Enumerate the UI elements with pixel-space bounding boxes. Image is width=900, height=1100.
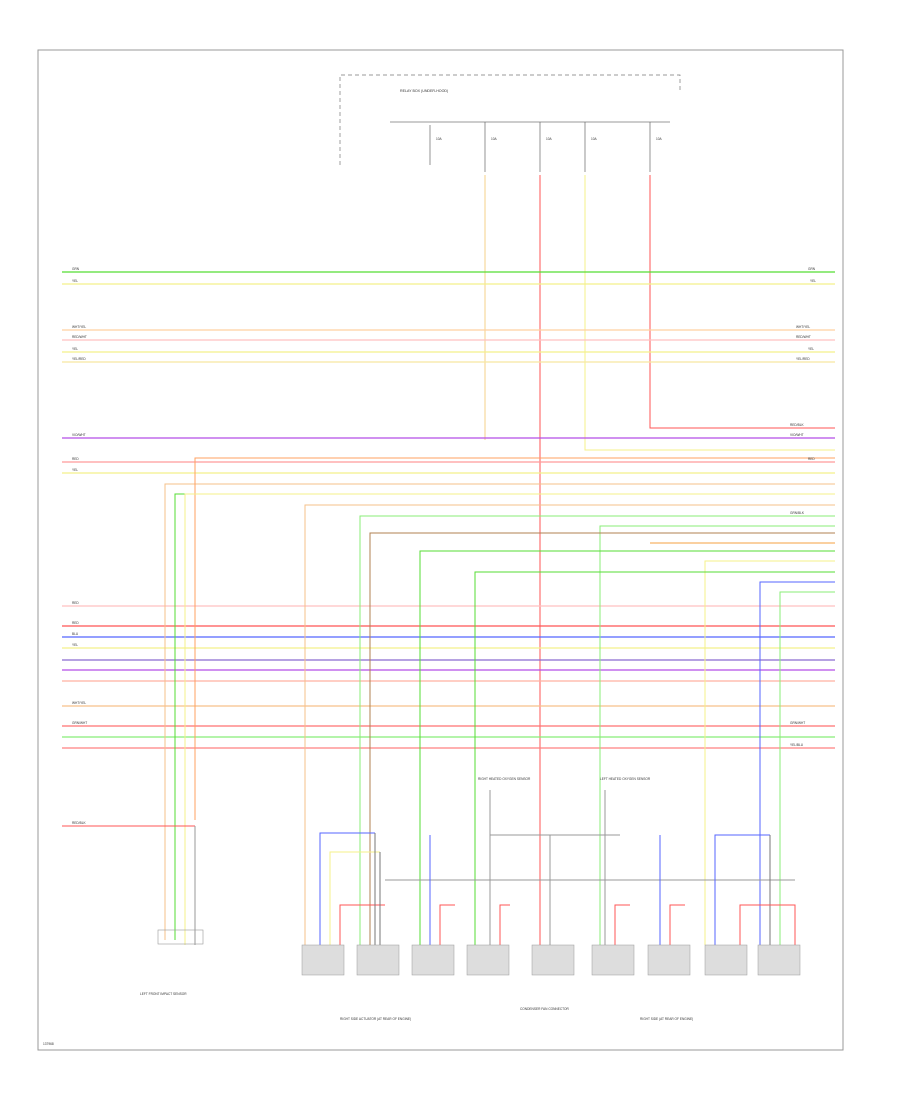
svg-text:WHT/YEL: WHT/YEL: [72, 701, 86, 705]
vertical-feeds: [484, 175, 835, 960]
svg-text:YEL/RED: YEL/RED: [72, 357, 86, 361]
svg-text:GRN/BLK: GRN/BLK: [790, 511, 805, 515]
svg-text:YEL: YEL: [72, 279, 78, 283]
svg-text:RED/WHT: RED/WHT: [796, 335, 811, 339]
diagram-frame: [37, 49, 844, 1051]
svg-text:GRN/WHT: GRN/WHT: [72, 721, 87, 725]
left-sensor: [62, 825, 204, 945]
svg-text:GRN: GRN: [808, 267, 816, 271]
wire-labels-left: GRN YEL WHT/YEL RED/WHT YEL YEL/RED VIO/…: [72, 267, 87, 825]
connector-groups: [319, 790, 796, 945]
svg-text:10A: 10A: [656, 137, 663, 141]
diagram-id: 137968: [43, 1042, 54, 1046]
svg-text:YEL: YEL: [72, 468, 78, 472]
svg-text:WHT/YEL: WHT/YEL: [796, 325, 810, 329]
svg-text:GRN/WHT: GRN/WHT: [790, 721, 805, 725]
connector-blocks: [301, 944, 801, 976]
svg-text:YEL/RED: YEL/RED: [796, 357, 810, 361]
svg-text:RED: RED: [72, 601, 79, 605]
svg-text:RED: RED: [808, 457, 815, 461]
svg-text:GRN: GRN: [72, 267, 80, 271]
svg-text:LEFT FRONT IMPACT SENSOR: LEFT FRONT IMPACT SENSOR: [140, 992, 187, 996]
relay-box: RELAY BOX (UNDER-HOOD): [339, 74, 681, 165]
svg-text:RED: RED: [72, 621, 79, 625]
bus-wires: [62, 271, 835, 749]
svg-text:RIGHT SIDE (AT REAR OF ENGINE): RIGHT SIDE (AT REAR OF ENGINE): [640, 1017, 693, 1021]
svg-text:VIO/WHT: VIO/WHT: [790, 433, 804, 437]
svg-text:CONDENSER FAN CONNECTOR: CONDENSER FAN CONNECTOR: [520, 1007, 570, 1011]
svg-text:10A: 10A: [591, 137, 598, 141]
svg-text:RED/WHT: RED/WHT: [72, 335, 87, 339]
wire-labels-right: GRN YEL WHT/YEL RED/WHT YEL YEL/RED RED/…: [790, 267, 816, 747]
svg-text:YEL/BLU: YEL/BLU: [790, 743, 804, 747]
svg-text:10A: 10A: [436, 137, 443, 141]
svg-text:RED/BLK: RED/BLK: [790, 423, 805, 427]
svg-text:RIGHT SIDE ACTUATOR (AT REAR O: RIGHT SIDE ACTUATOR (AT REAR OF ENGINE): [340, 1017, 411, 1021]
fuse-labels: 10A 10A 10A 10A 10A: [436, 137, 663, 141]
svg-text:VIO/WHT: VIO/WHT: [72, 433, 86, 437]
svg-text:10A: 10A: [546, 137, 553, 141]
svg-text:LEFT HEATED OXYGEN SENSOR: LEFT HEATED OXYGEN SENSOR: [600, 777, 651, 781]
component-labels: RIGHT HEATED OXYGEN SENSOR LEFT HEATED O…: [140, 777, 693, 1021]
svg-text:YEL: YEL: [72, 643, 78, 647]
svg-text:RED: RED: [72, 457, 79, 461]
svg-text:RED/BLK: RED/BLK: [72, 821, 87, 825]
svg-text:BLU: BLU: [72, 632, 79, 636]
right-feeds: [164, 440, 835, 945]
svg-text:RIGHT HEATED OXYGEN SENSOR: RIGHT HEATED OXYGEN SENSOR: [478, 777, 531, 781]
fuse-stubs: [429, 122, 651, 172]
svg-text:YEL: YEL: [810, 279, 816, 283]
svg-text:YEL: YEL: [72, 347, 78, 351]
svg-text:10A: 10A: [491, 137, 498, 141]
relay-box-label: RELAY BOX (UNDER-HOOD): [400, 89, 448, 93]
svg-text:YEL: YEL: [808, 347, 814, 351]
svg-text:WHT/YEL: WHT/YEL: [72, 325, 86, 329]
